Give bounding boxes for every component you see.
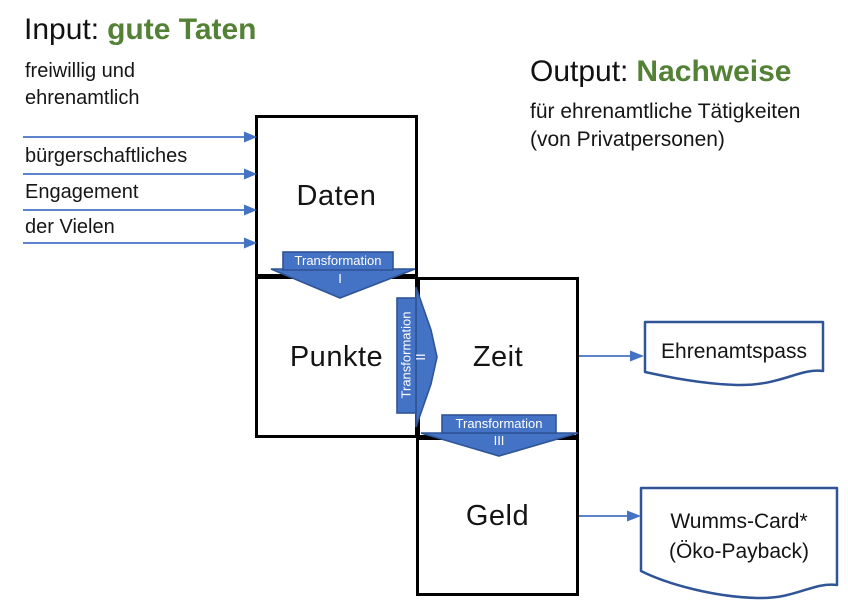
transformation-2-numeral: II bbox=[413, 353, 428, 361]
input-arrow-label: der Vielen bbox=[25, 216, 115, 238]
output-subtitle: für ehrenamtliche Tätigkeiten (von Priva… bbox=[530, 98, 800, 154]
output-title-prefix: Output: bbox=[530, 55, 629, 88]
document-wumms-card: Wumms-Card* (Öko-Payback) bbox=[641, 488, 837, 596]
input-subtitle-line: freiwillig und bbox=[25, 60, 136, 82]
process-box-daten: Daten bbox=[255, 115, 418, 277]
input-arrow-icon bbox=[23, 131, 257, 143]
input-title-prefix: Input: bbox=[24, 13, 100, 46]
document-wumms-card-line2: (Öko-Payback) bbox=[668, 540, 810, 563]
input-arrow-label: Engagement bbox=[25, 181, 139, 203]
output-subtitle-line: (von Privatpersonen) bbox=[530, 128, 725, 151]
input-arrow-icon bbox=[23, 237, 257, 249]
output-title-highlight: Nachweise bbox=[636, 55, 792, 88]
output-subtitle-line: für ehrenamtliche Tätigkeiten bbox=[530, 100, 801, 123]
document-wumms-card-line1: Wumms-Card* bbox=[670, 510, 808, 533]
transformation-3-numeral: III bbox=[493, 433, 505, 448]
transformation-1-label: Transformation bbox=[294, 253, 382, 268]
input-subtitle-line: ehrenamtlich bbox=[25, 87, 140, 109]
output-arrow-icon bbox=[579, 350, 644, 362]
output-arrow-icon bbox=[579, 510, 641, 522]
box-label-geld: Geld bbox=[465, 500, 530, 532]
input-title-highlight: gute Taten bbox=[107, 13, 257, 46]
input-subtitle: freiwillig und ehrenamtlich bbox=[25, 58, 140, 112]
box-label-punkte: Punkte bbox=[289, 340, 384, 373]
input-arrow-label: bürgerschaftliches bbox=[25, 145, 188, 167]
process-box-zeit: Zeit bbox=[417, 277, 579, 438]
output-title: Output:Nachweise bbox=[530, 55, 792, 89]
input-arrow-icon bbox=[23, 204, 257, 216]
process-box-punkte: Punkte bbox=[255, 276, 418, 438]
transformation-1-numeral: I bbox=[338, 271, 342, 286]
box-label-daten: Daten bbox=[296, 179, 377, 212]
box-label-zeit: Zeit bbox=[472, 341, 524, 373]
document-ehrenamtspass: Ehrenamtspass bbox=[645, 322, 823, 377]
document-ehrenamtspass-label: Ehrenamtspass bbox=[661, 339, 807, 363]
input-arrow-icon bbox=[23, 168, 257, 180]
input-title: Input:gute Taten bbox=[24, 13, 257, 47]
transformation-3-label: Transformation bbox=[455, 416, 543, 431]
process-box-geld: Geld bbox=[416, 437, 579, 596]
